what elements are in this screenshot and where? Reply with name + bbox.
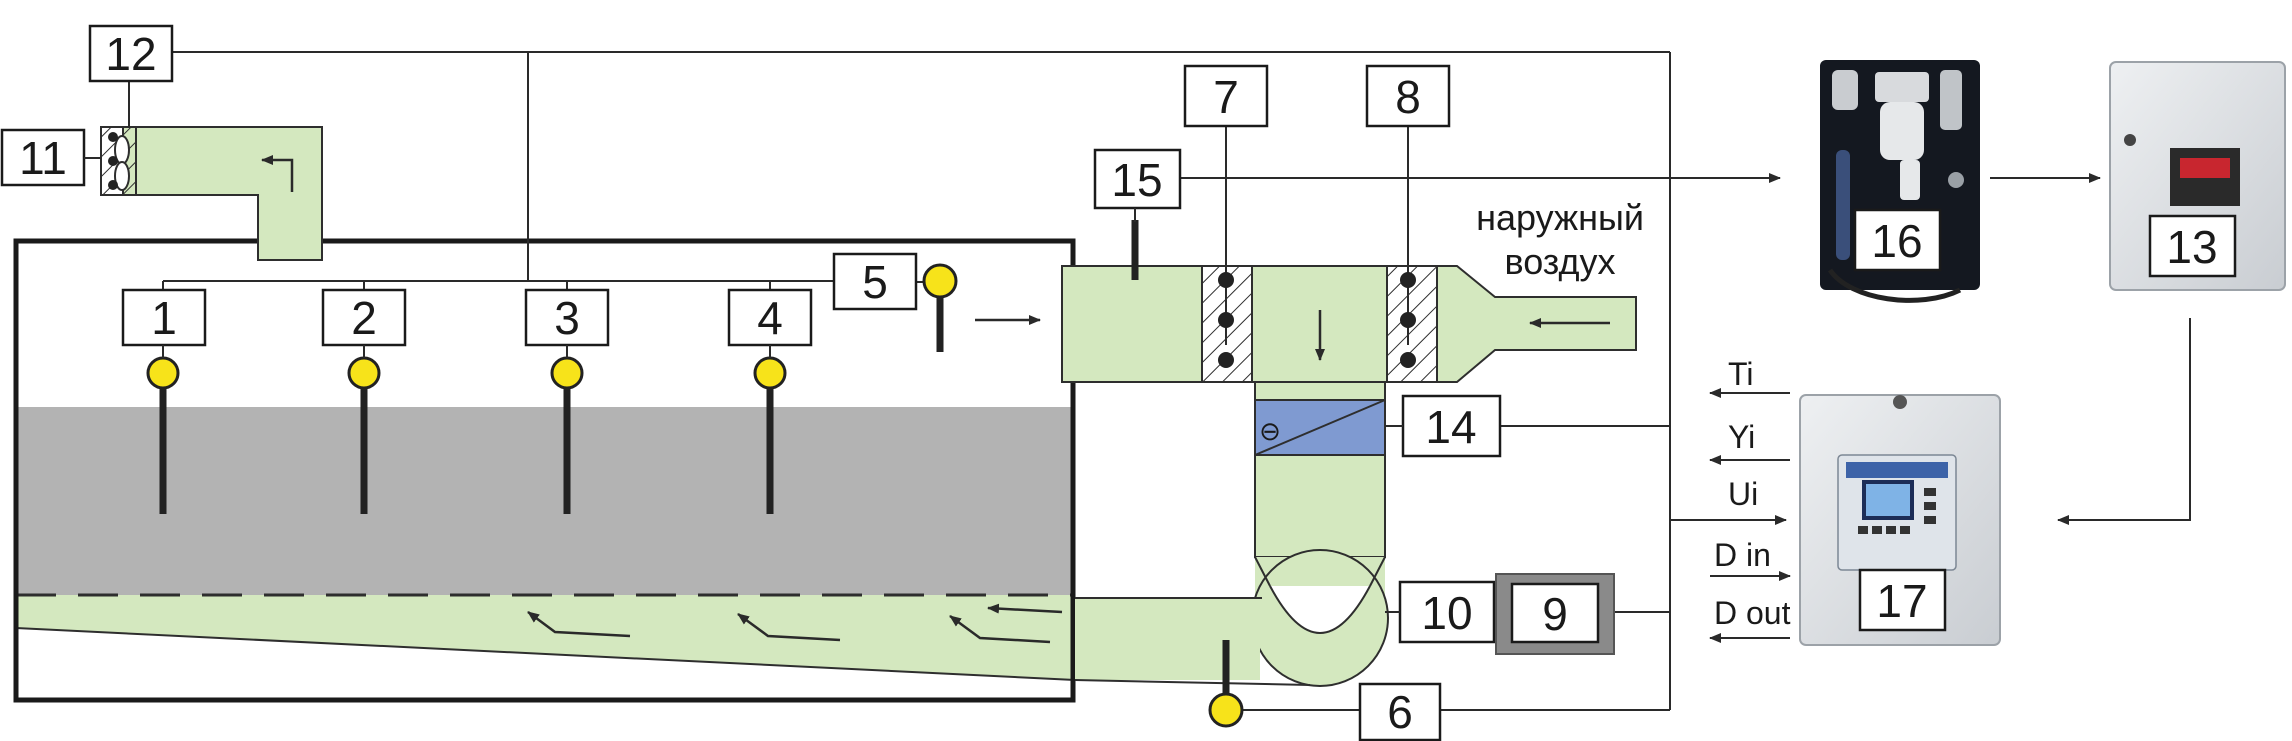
label-box-7: 7: [1183, 64, 1269, 128]
svg-text:11: 11: [19, 132, 67, 184]
svg-text:7: 7: [1213, 71, 1239, 123]
label-box-12: 12: [88, 24, 174, 83]
signal-ti: Ti: [1728, 356, 1753, 392]
label-box-15: 15: [1093, 148, 1182, 222]
svg-text:17: 17: [1876, 575, 1927, 627]
label-box-8: 8: [1365, 64, 1451, 128]
temperature-sensor-icon: [347, 356, 381, 390]
label-box-9: 9: [1495, 573, 1615, 655]
sensor-6: [1208, 640, 1244, 728]
signal-ui: Ui: [1728, 476, 1758, 512]
channel-slope: [15, 627, 1076, 681]
mixing-chamber: [1061, 265, 1203, 383]
signal-labels: Ti Yi Ui D in D out: [1714, 356, 1791, 631]
label-box-14: 14: [1385, 394, 1502, 458]
svg-text:2: 2: [351, 292, 377, 344]
floor-arrow-1: [527, 610, 631, 638]
label-box-6: 6: [1358, 682, 1442, 741]
device-photo-17: 17: [1799, 394, 2001, 646]
svg-text:12: 12: [105, 28, 156, 80]
supply-duct: [1075, 598, 1260, 680]
grain-probe-3: [550, 356, 584, 514]
outside-air-label-1: наружный: [1476, 197, 1644, 238]
svg-text:1: 1: [151, 292, 177, 344]
svg-text:15: 15: [1111, 154, 1162, 206]
signal-din: D in: [1714, 537, 1771, 573]
temperature-sensor-icon: [753, 356, 787, 390]
signal-dout: D out: [1714, 595, 1791, 631]
svg-text:16: 16: [1871, 215, 1922, 267]
label-box-4: 4: [727, 288, 813, 358]
svg-text:9: 9: [1542, 588, 1568, 640]
label-box-11: 11: [0, 128, 101, 187]
signal-yi: Yi: [1728, 419, 1755, 455]
sensor-icon: [922, 263, 958, 299]
storage-building: [13, 238, 1076, 703]
sensor-icon: [1208, 692, 1244, 728]
label-box-3: 3: [524, 288, 610, 358]
device-photo-13: 13: [2109, 61, 2286, 291]
temperature-sensor-icon: [550, 356, 584, 390]
temperature-sensor-icon: [146, 356, 180, 390]
label-box-5: 5: [832, 252, 918, 311]
building-wall: [13, 238, 1076, 703]
grain-probe-4: [753, 356, 787, 514]
svg-text:13: 13: [2166, 221, 2217, 273]
grain-layer: [16, 407, 1073, 597]
svg-text:5: 5: [862, 256, 888, 308]
floor-arrow-3: [949, 614, 1051, 644]
svg-text:8: 8: [1395, 71, 1421, 123]
svg-text:10: 10: [1421, 587, 1472, 639]
svg-text:4: 4: [757, 292, 783, 344]
floor-arrow-2: [737, 612, 841, 642]
device-photo-16: 16: [1820, 60, 1980, 303]
label-box-1: 1: [121, 288, 207, 358]
exhaust-duct: [100, 126, 323, 261]
label-box-2: 2: [321, 288, 407, 358]
svg-text:6: 6: [1387, 686, 1413, 738]
floor-air-channel: [16, 595, 1075, 680]
sensor-5: [916, 263, 1041, 352]
svg-text:14: 14: [1425, 401, 1476, 453]
cooler-symbol-icon: ⊖: [1259, 416, 1281, 446]
outside-air-label-2: воздух: [1504, 241, 1615, 282]
air-handling-unit: ⊖: [987, 220, 1637, 687]
label-box-10: 10: [1385, 580, 1496, 644]
svg-text:3: 3: [554, 292, 580, 344]
